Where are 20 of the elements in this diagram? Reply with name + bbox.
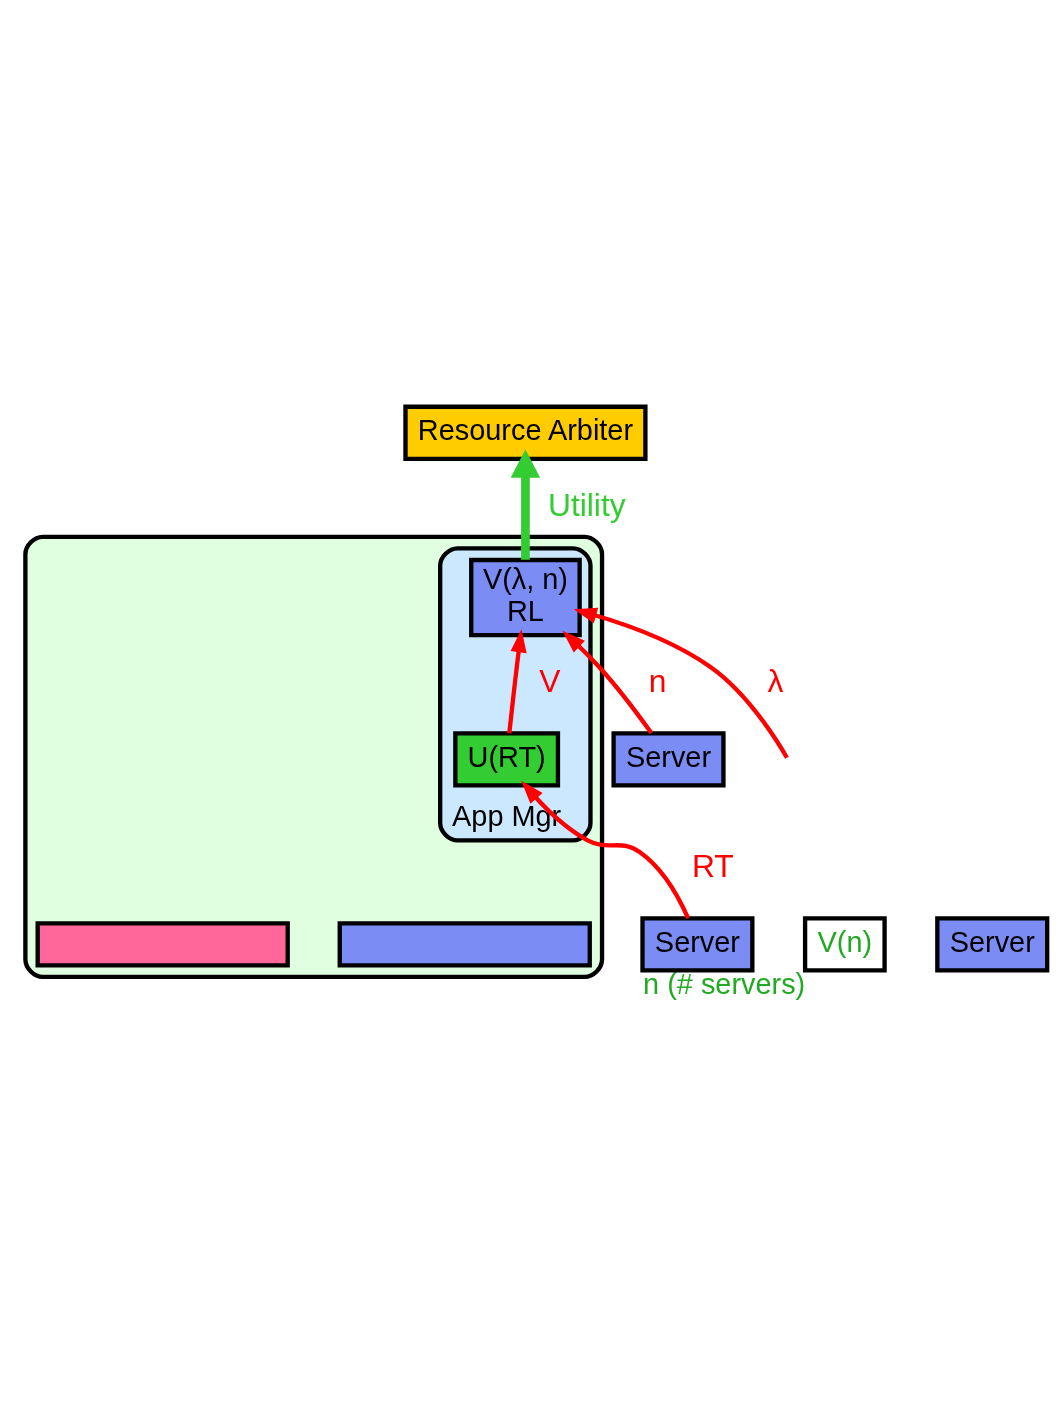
- node-box: Server: [935, 916, 1050, 973]
- node-box: Resource Arbiter: [403, 404, 648, 461]
- node-box: [337, 921, 592, 968]
- node-box: Server: [640, 916, 755, 973]
- arrow: [507, 629, 527, 734]
- arrow: [510, 449, 541, 560]
- cluster: [23, 534, 605, 980]
- edge-label: n: [648, 663, 667, 700]
- edge-label: λ: [767, 663, 784, 700]
- edge-label: Utility: [547, 487, 626, 524]
- arrow: [521, 780, 691, 920]
- arrow: [562, 630, 654, 735]
- node-box: V(λ, n) RL: [469, 557, 582, 638]
- node-box: U(RT): [453, 731, 561, 788]
- node-box: [35, 921, 290, 968]
- arrow: [573, 607, 789, 759]
- edge-label: RT: [691, 848, 734, 885]
- edge-label: V: [539, 663, 561, 700]
- node-box: V(n): [802, 916, 887, 973]
- node-box: Server: [611, 731, 726, 788]
